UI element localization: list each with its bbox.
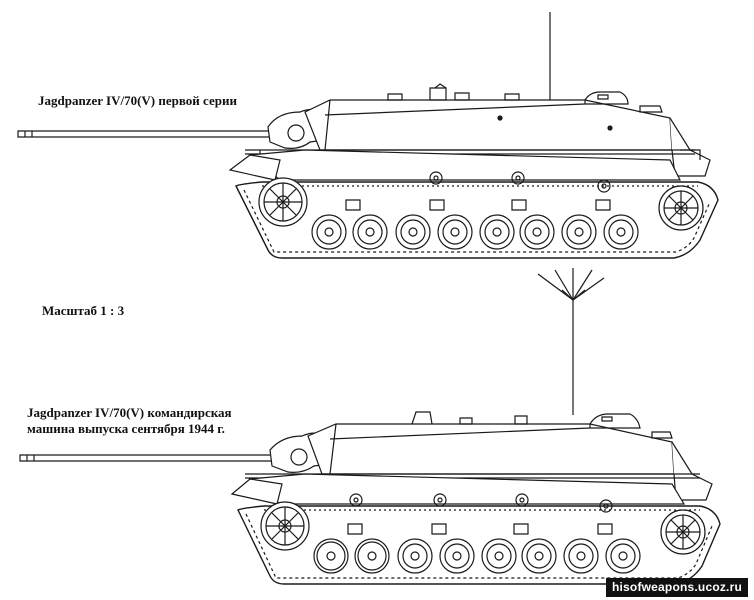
roof-fittings — [388, 84, 662, 112]
caption-scale: Масштаб 1 : 3 — [42, 303, 125, 318]
drive-sprocket — [261, 502, 309, 550]
road-wheel-solid — [355, 539, 389, 573]
road-wheel — [440, 539, 474, 573]
caption-command-line2: машина выпуска сентября 1944 г. — [27, 421, 225, 436]
track — [238, 506, 720, 584]
road-wheel — [562, 215, 596, 249]
drive-sprocket — [259, 178, 307, 226]
road-wheel — [480, 215, 514, 249]
bogie-brackets — [348, 524, 612, 534]
engine-deck — [672, 442, 712, 500]
bogie-brackets — [346, 200, 610, 210]
caption-command-line1: Jagdpanzer IV/70(V) командирская — [27, 405, 232, 420]
road-wheel — [522, 539, 556, 573]
road-wheel — [564, 539, 598, 573]
roof-fittings — [412, 412, 672, 438]
star-antenna — [538, 268, 604, 415]
idler-wheel — [661, 510, 705, 554]
road-wheel — [353, 215, 387, 249]
tank-drawing-first-series — [0, 0, 754, 275]
road-wheel-solid — [314, 539, 348, 573]
superstructure — [308, 424, 674, 474]
track — [236, 182, 718, 258]
road-wheels — [314, 539, 640, 573]
road-wheel — [604, 215, 638, 249]
gun-barrel — [20, 455, 285, 461]
road-wheel — [482, 539, 516, 573]
caption-first-series: Jagdpanzer IV/70(V) первой серии — [38, 93, 237, 108]
road-wheels — [312, 215, 638, 249]
road-wheel — [312, 215, 346, 249]
road-wheel — [520, 215, 554, 249]
idler-wheel — [659, 186, 703, 230]
road-wheel — [398, 539, 432, 573]
watermark: hisofweapons.ucoz.ru — [605, 578, 748, 597]
road-wheel — [438, 215, 472, 249]
road-wheel — [396, 215, 430, 249]
road-wheel — [606, 539, 640, 573]
